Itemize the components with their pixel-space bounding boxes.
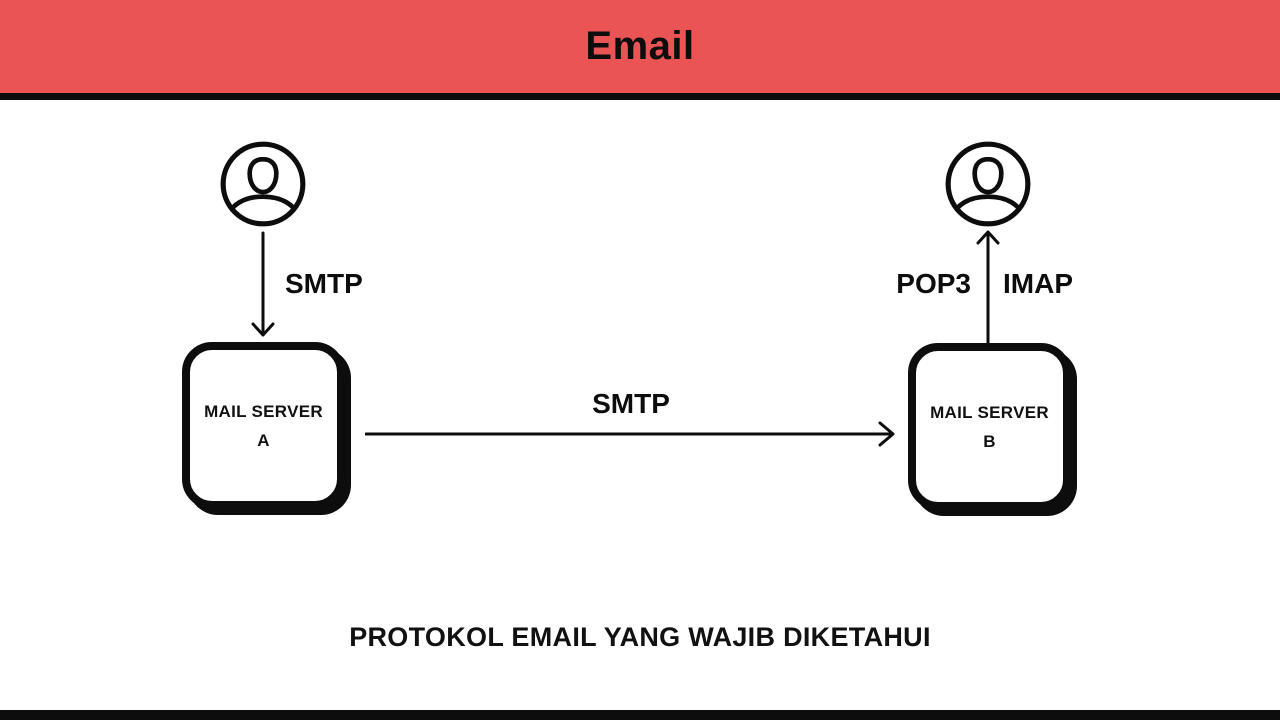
smtp-send-label: SMTP	[285, 268, 363, 299]
mail-server-a-label-line1: MAIL SERVER	[204, 401, 323, 421]
header-bar: Email	[0, 0, 1280, 93]
arrow-right-icon	[365, 419, 897, 449]
pop3-label: POP3	[896, 268, 971, 299]
caption-text: PROTOKOL EMAIL YANG WAJIB DIKETAHUI	[349, 622, 931, 652]
page-title: Email	[585, 24, 695, 68]
mail-server-a-label-line2: A	[257, 430, 270, 450]
arrow-up-icon	[973, 228, 1003, 345]
mail-server-b-label-line2: B	[983, 431, 996, 451]
header-divider	[0, 93, 1280, 100]
smtp-relay-label: SMTP	[592, 388, 670, 419]
mail-server-b-label-line1: MAIL SERVER	[930, 402, 1049, 422]
mail-server-b-box: MAIL SERVER B	[908, 343, 1071, 510]
arrow-down-icon	[248, 231, 278, 341]
user-circle-icon	[218, 139, 308, 229]
user-circle-icon	[943, 139, 1033, 229]
bottom-bar	[0, 710, 1280, 720]
imap-label: IMAP	[1003, 268, 1073, 299]
mail-server-a-box: MAIL SERVER A	[182, 342, 345, 509]
